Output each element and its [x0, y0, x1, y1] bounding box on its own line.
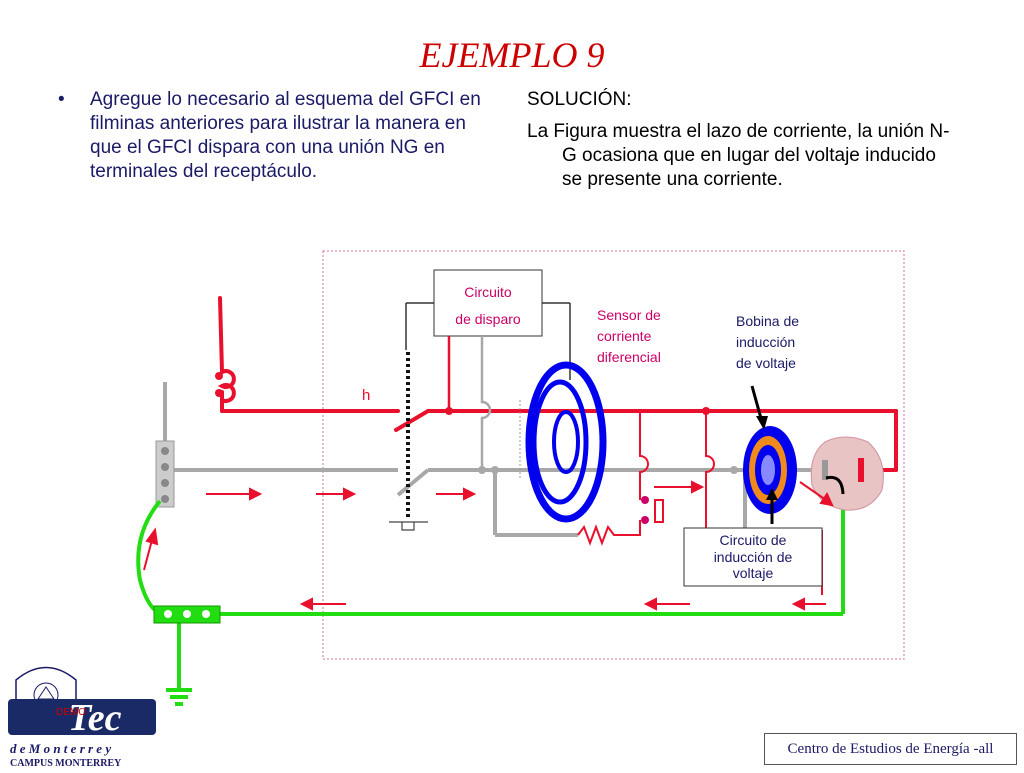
trip-circuit-label-2: de disparo — [455, 311, 521, 327]
sensor-label-3: diferencial — [597, 349, 661, 365]
current-flow-arrows — [143, 480, 834, 611]
coil-label-1: Bobina de — [736, 313, 799, 329]
induction-label-3: voltaje — [733, 565, 774, 581]
trip-circuit-box — [433, 269, 543, 337]
differential-sensor — [525, 361, 607, 523]
trip-circuit-label-1: Circuito — [464, 284, 512, 300]
question-paragraph: Agregue lo necesario al esquema del GFCI… — [90, 89, 481, 182]
voltage-induction-coil — [743, 426, 797, 514]
solution-heading: SOLUCIÓN: — [527, 89, 632, 110]
question-text-block: • Agregue lo necesario al esquema del GF… — [58, 88, 488, 184]
test-circuit — [577, 411, 664, 546]
footer-credit: Centro de Estudios de Energía -all — [764, 733, 1017, 765]
neutral-terminal-bar — [155, 440, 175, 508]
logo-word: Tec — [68, 697, 122, 739]
ground-conductor — [136, 494, 845, 706]
logo-graphic: Tec DEMO d e M o n t e r r e y CAMPUS MO… — [8, 666, 156, 769]
logo-line3: CAMPUS MONTERREY — [10, 758, 122, 768]
diagram-frame — [322, 250, 905, 660]
induction-circuit-box — [683, 527, 823, 587]
hot-conductor — [217, 296, 898, 472]
hot-label: h — [362, 387, 370, 404]
coil-label-3: de voltaje — [736, 355, 796, 371]
slide-title: EJEMPLO 9 — [419, 35, 605, 75]
solution-text-block: SOLUCIÓN: La Figura muestra el lazo de c… — [527, 88, 957, 192]
induction-label-1: Circuito de — [720, 532, 787, 548]
induction-label-2: inducción de — [714, 549, 793, 565]
bullet-marker: • — [58, 89, 65, 110]
sensor-label-2: corriente — [597, 328, 652, 344]
ng-bond — [825, 475, 845, 495]
logo-line2: d e M o n t e r r e y — [10, 741, 111, 756]
receptacle — [810, 436, 884, 511]
neutral-conductor — [163, 382, 825, 537]
demo-overlay: DEMO — [56, 707, 86, 718]
coil-label-2: inducción — [736, 334, 795, 350]
tec-monterrey-logo: Tec DEMO d e M o n t e r r e y CAMPUS MO… — [6, 655, 166, 769]
solution-paragraph: La Figura muestra el lazo de corriente, … — [527, 121, 950, 190]
sensor-label-1: Sensor de — [597, 307, 661, 323]
